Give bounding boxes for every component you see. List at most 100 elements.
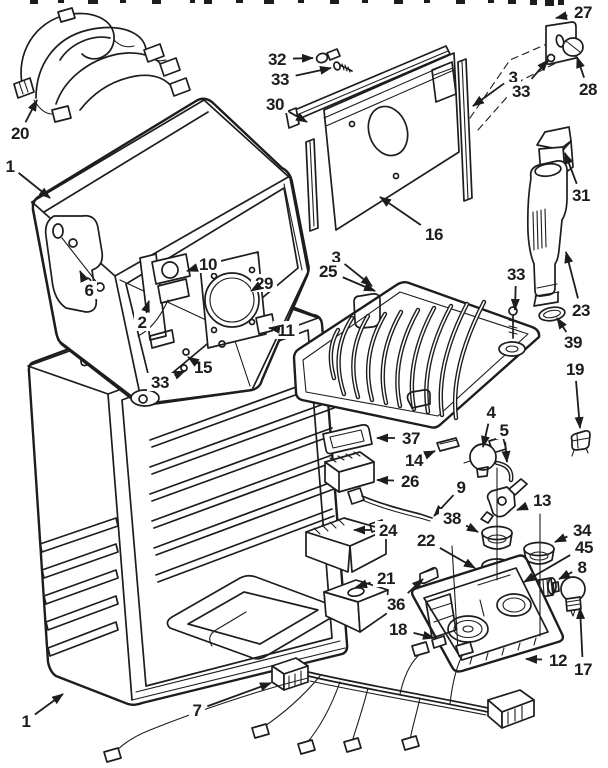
callout-label-1: 1 [6, 157, 15, 176]
callout-halo-8 [574, 558, 590, 576]
callout-leader-6 [79, 270, 89, 283]
callout-halo-37 [398, 429, 424, 447]
callout-label-33-3: 33 [507, 265, 525, 284]
wiring-harness-top [13, 7, 191, 123]
callout-leader-29 [250, 281, 263, 292]
callout-halo-34 [569, 521, 595, 539]
callout-label-11: 11 [278, 321, 295, 340]
callout-label-5: 5 [500, 421, 509, 440]
callout-halo-19 [562, 360, 588, 378]
callout-halo-10 [195, 255, 221, 273]
callout-label-23: 23 [572, 301, 590, 320]
callout-label-39: 39 [564, 333, 582, 352]
callout-halo-1-2 [18, 712, 34, 730]
callout-halo-33-2 [508, 82, 534, 100]
callout-label-28: 28 [579, 80, 597, 99]
callout-halo-1 [2, 157, 18, 175]
callout-halo-25 [315, 262, 341, 280]
console-12 [410, 554, 565, 673]
callout-label-10: 10 [199, 255, 217, 274]
callout-halo-9 [453, 478, 469, 496]
grommet-32 [315, 48, 341, 64]
callout-leader-36 [407, 578, 424, 594]
callout-leader-4 [481, 423, 490, 448]
capillary-5 [494, 460, 514, 483]
shelf-ridges [149, 373, 335, 583]
callout-label-32: 32 [268, 50, 286, 69]
callout-label-9: 9 [457, 478, 466, 497]
callout-leader-22 [439, 547, 476, 569]
callout-halo-24 [375, 521, 401, 539]
callout-leader-1-2 [34, 693, 64, 716]
callout-halo-13 [529, 491, 555, 509]
callout-label-4: 4 [487, 403, 497, 422]
callout-label-22: 22 [417, 531, 435, 550]
callout-label-29: 29 [255, 274, 273, 293]
callout-halo-20 [7, 124, 33, 142]
callout-leader-26 [376, 475, 395, 485]
callout-leader-34 [554, 533, 568, 543]
timer-26 [324, 451, 375, 493]
callout-halo-14 [401, 451, 427, 469]
callout-leader-9 [433, 494, 455, 517]
callout-leader-2 [141, 300, 150, 313]
callout-leader-33-3 [510, 285, 520, 311]
callout-label-12: 12 [549, 651, 567, 670]
screw-33a [333, 61, 353, 73]
callout-halo-21 [373, 569, 399, 587]
callout-halo-7 [189, 701, 205, 719]
callout-leader-16 [379, 196, 422, 226]
callout-leader-39 [556, 317, 568, 333]
air-duct-panel [285, 39, 567, 232]
callout-label-16: 16 [425, 225, 443, 244]
callout-halo-12 [545, 651, 571, 669]
chip-36 [419, 566, 439, 585]
callout-label-18: 18 [389, 620, 407, 639]
callout-leader-17 [576, 607, 586, 658]
callout-halo-33-3 [503, 265, 529, 283]
control-mount-plate [315, 21, 584, 73]
callout-leader-5 [501, 441, 511, 463]
callout-label-21: 21 [377, 569, 395, 588]
callout-label-20: 20 [11, 124, 29, 143]
callout-label-30: 30 [266, 95, 284, 114]
callout-leader-1 [18, 172, 51, 199]
callout-label-15: 15 [194, 358, 212, 377]
callout-leader-27 [555, 11, 568, 21]
callout-leader-32 [292, 53, 314, 63]
callout-halo-17 [570, 660, 596, 678]
gasket-37 [322, 423, 373, 455]
callout-label-33-2: 33 [512, 82, 530, 101]
callout-label-19: 19 [566, 360, 584, 379]
wire-9 [347, 487, 433, 522]
callout-halo-6 [81, 281, 97, 299]
light-bulb-17 [560, 576, 586, 617]
callout-leader-25 [342, 276, 376, 292]
callout-halo-3-2 [328, 248, 344, 266]
callout-layer: 2013233302728333163123391933325102291115… [2, 3, 601, 731]
callout-leader-23 [564, 251, 579, 299]
cropped-header-marks [30, 0, 564, 6]
callout-label-2: 2 [138, 313, 147, 332]
callout-halo-33-4 [147, 373, 173, 391]
callout-label-13: 13 [533, 491, 551, 510]
callout-label-17: 17 [574, 660, 592, 679]
gasket-39 [538, 306, 566, 322]
bracket-21 [323, 579, 389, 633]
callout-halo-38 [439, 509, 465, 527]
callout-leader-7 [207, 682, 272, 708]
callout-leader-8 [558, 569, 573, 580]
callout-label-6: 6 [85, 281, 94, 300]
callout-leader-33 [295, 65, 332, 77]
callout-leader-28 [576, 56, 585, 78]
callout-halo-2 [134, 313, 150, 331]
thermostat-4 [463, 436, 507, 478]
callout-label-1-2: 1 [22, 712, 31, 731]
callout-halo-32 [264, 50, 290, 68]
callout-leader-19 [574, 380, 584, 429]
callout-label-7: 7 [193, 701, 202, 720]
callout-leader-31 [564, 152, 578, 185]
callout-label-25: 25 [319, 262, 337, 281]
callout-halo-28 [575, 80, 601, 98]
